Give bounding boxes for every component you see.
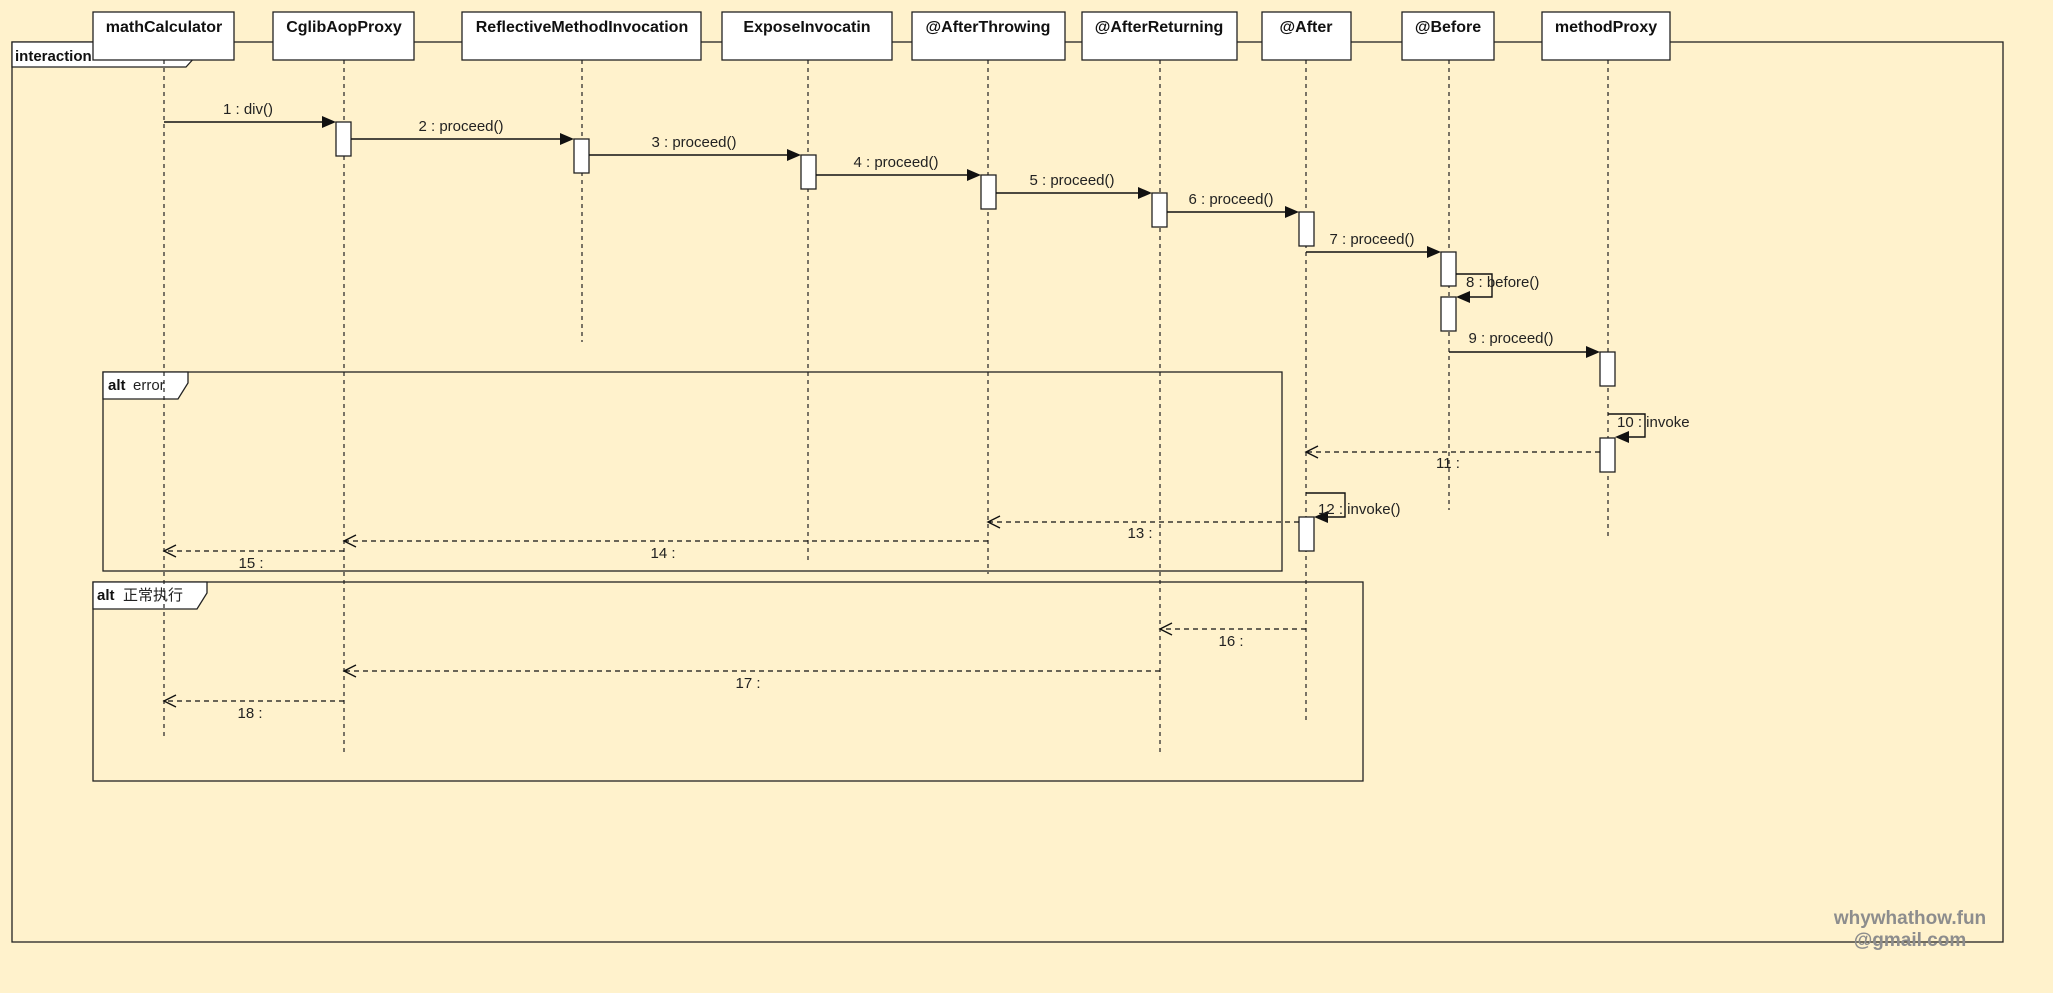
message-label: 17 : (735, 675, 760, 692)
lifeline-head-mathcalculator: mathCalculator (92, 11, 235, 61)
activation-bar (1298, 516, 1315, 552)
activation-bar (1599, 351, 1616, 387)
alt-fragment-normal (92, 581, 1364, 782)
message-6: 6 : proceed() (1167, 191, 1299, 218)
lifeline-label: @AfterThrowing (926, 19, 1051, 36)
lifeline-head-methodproxy: methodProxy (1541, 11, 1671, 61)
return-14: 14 : (342, 534, 988, 562)
activation-bar (573, 138, 590, 174)
activation-bar (1440, 251, 1457, 287)
return-16: 16 : (1158, 622, 1306, 650)
activation-bar (980, 174, 997, 210)
message-label: 4 : proceed() (853, 154, 938, 171)
message-label: 1 : div() (223, 101, 273, 118)
activation-bar (1151, 192, 1168, 228)
interaction-frame (11, 41, 2004, 943)
message-3: 3 : proceed() (589, 134, 801, 161)
watermark-line-1: whywhathow.fun (1833, 908, 1986, 929)
alt-normal-keyword: alt (97, 587, 115, 604)
interaction-frame-label: interaction (15, 48, 92, 65)
message-label: 5 : proceed() (1029, 172, 1114, 189)
watermark-line-2: @gmail.com (1854, 930, 1967, 951)
lifeline-head-afterthrowing: @AfterThrowing (911, 11, 1066, 61)
message-7: 7 : proceed() (1306, 231, 1441, 258)
lifeline-label: ExposeInvocatin (743, 19, 870, 36)
message-1: 1 : div() (164, 101, 336, 128)
message-label: 16 : (1218, 633, 1243, 650)
lifeline-label: @Before (1415, 19, 1481, 36)
return-11: 11 : (1304, 445, 1600, 472)
alt-fragment-normal-tag (92, 581, 208, 610)
message-label: 12 : invoke() (1318, 501, 1401, 518)
activation-bar (800, 154, 817, 190)
return-13: 13 : (986, 515, 1299, 542)
alt-error-keyword: alt (108, 377, 126, 394)
activation-bar (335, 121, 352, 157)
activation-bar (1599, 437, 1616, 473)
lifeline-head-cglibaopproxy: CglibAopProxy (272, 11, 415, 61)
message-label: 3 : proceed() (651, 134, 736, 151)
activation-bar (1298, 211, 1315, 247)
message-label: 8 : before() (1466, 274, 1539, 291)
return-18: 18 : (162, 694, 344, 722)
lifeline-head-before: @Before (1401, 11, 1495, 61)
message-label: 15 : (238, 555, 263, 572)
lifeline-label: ReflectiveMethodInvocation (476, 19, 688, 36)
message-2: 2 : proceed() (351, 118, 574, 145)
message-label: 13 : (1127, 525, 1152, 542)
message-5: 5 : proceed() (996, 172, 1152, 199)
message-label: 10 : invoke (1617, 414, 1690, 431)
message-label: 14 : (650, 545, 675, 562)
lifeline-head-reflectivemethodinvocation: ReflectiveMethodInvocation (461, 11, 702, 61)
activation-bar (1440, 296, 1457, 332)
message-label: 6 : proceed() (1188, 191, 1273, 208)
return-17: 17 : (342, 664, 1160, 692)
lifeline-label: mathCalculator (106, 19, 222, 36)
message-12-self: 12 : invoke() (1306, 492, 1401, 523)
message-10-self: 10 : invoke (1608, 413, 1690, 443)
lifeline-head-afterreturning: @AfterReturning (1081, 11, 1238, 61)
lifeline-label: CglibAopProxy (286, 19, 402, 36)
lifeline-head-exposeinvocatin: ExposeInvocatin (721, 11, 893, 61)
message-label: 2 : proceed() (418, 118, 503, 135)
lifeline-label: @After (1280, 19, 1333, 36)
message-label: 9 : proceed() (1468, 330, 1553, 347)
return-15: 15 : (162, 544, 344, 572)
message-label: 11 : (1436, 455, 1460, 472)
lifeline-head-after: @After (1261, 11, 1352, 61)
alt-normal-condition: 正常执行 (123, 587, 183, 604)
message-9: 9 : proceed() (1449, 330, 1600, 358)
alt-error-condition: error (133, 377, 165, 394)
alt-fragment-error-tag (102, 371, 189, 400)
message-label: 7 : proceed() (1329, 231, 1414, 248)
lifeline-label: @AfterReturning (1095, 19, 1223, 36)
message-4: 4 : proceed() (816, 154, 981, 181)
alt-fragment-error (102, 371, 1283, 572)
message-8-self: 8 : before() (1456, 273, 1539, 303)
lifeline-label: methodProxy (1555, 19, 1657, 36)
message-label: 18 : (237, 705, 262, 722)
